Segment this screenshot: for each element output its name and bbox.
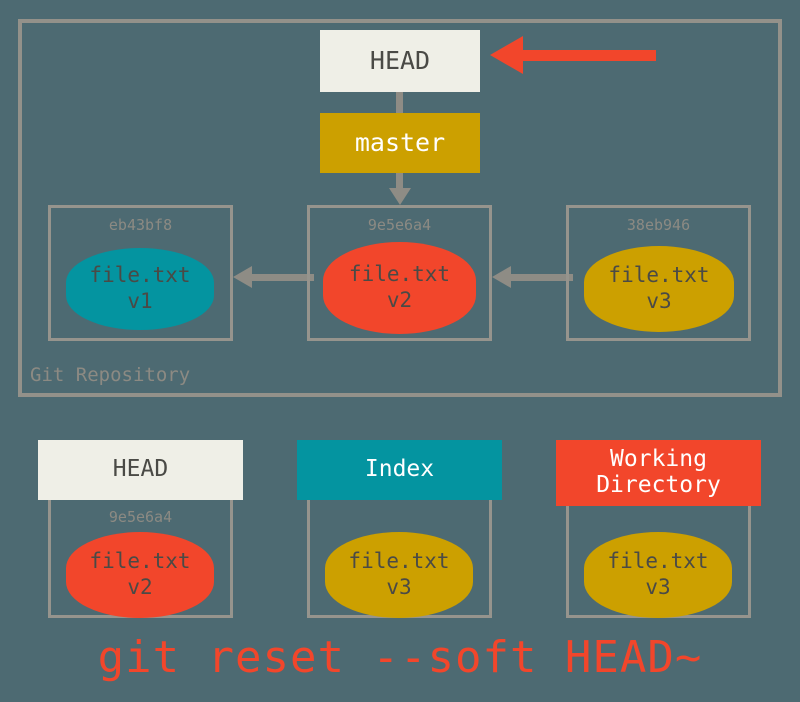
commit-hash-1: eb43bf8	[108, 216, 173, 234]
commit-frame-38eb946[interactable]: 38eb946	[566, 205, 751, 341]
area-hash-head: 9e5e6a4	[108, 508, 173, 526]
commit-file-1: file.txt	[89, 263, 191, 288]
master-pointer-label: master	[354, 128, 446, 157]
area-version-index: v3	[386, 575, 412, 599]
commit3-to-commit2-arrowhead	[492, 266, 511, 288]
area-label-index: Index	[364, 456, 435, 483]
area-version-head: v2	[127, 575, 153, 599]
commit-version-2: v2	[386, 288, 413, 312]
master-to-commit-arrowhead	[389, 188, 411, 205]
commit-file-3: file.txt	[608, 263, 710, 288]
commit3-to-commit2-line	[511, 274, 573, 281]
head-pointer-box[interactable]: HEAD	[320, 30, 480, 92]
area-file-working-directory: file.txt	[607, 549, 709, 574]
commit-file-2: file.txt	[348, 262, 451, 287]
commit2-to-commit1-line	[252, 274, 314, 281]
area-file-head: file.txt	[89, 549, 191, 574]
area-header-head[interactable]: HEAD	[38, 440, 243, 500]
master-to-commit-connector	[396, 173, 403, 190]
area-label-head: HEAD	[112, 456, 169, 483]
commit-hash-3: 38eb946	[626, 216, 691, 234]
area-label-working-directory-line1: Working	[610, 446, 707, 473]
commit-blob-3[interactable]: file.txt v3	[584, 246, 734, 332]
area-header-working-directory[interactable]: Working Directory	[556, 440, 761, 506]
area-label-working-directory-line2: Directory	[596, 472, 721, 498]
commit-hash-2: 9e5e6a4	[367, 216, 432, 234]
area-blob-working-directory[interactable]: file.txt v3	[584, 532, 732, 618]
commit-frame-9e5e6a4[interactable]: 9e5e6a4	[307, 205, 492, 341]
commit-version-3: v3	[646, 289, 672, 313]
commit-version-1: v1	[127, 289, 153, 313]
git-repository-frame	[18, 19, 782, 397]
area-header-index[interactable]: Index	[297, 440, 502, 500]
callout-arrow-head	[490, 36, 523, 74]
callout-arrow-shaft	[523, 50, 656, 61]
git-repository-label: Git Repository	[30, 364, 191, 386]
head-to-master-connector	[396, 92, 403, 115]
area-version-working-directory: v3	[645, 575, 671, 599]
master-pointer-box[interactable]: master	[320, 113, 480, 173]
commit-blob-1[interactable]: file.txt v1	[66, 248, 214, 330]
area-blob-head[interactable]: file.txt v2	[66, 532, 214, 618]
command-caption: git reset --soft HEAD~	[97, 632, 703, 683]
area-file-index: file.txt	[348, 549, 450, 574]
commit-blob-2[interactable]: file.txt v2	[323, 242, 476, 334]
head-pointer-label: HEAD	[369, 46, 431, 75]
area-blob-index[interactable]: file.txt v3	[325, 532, 473, 618]
commit2-to-commit1-arrowhead	[233, 266, 252, 288]
commit-frame-eb43bf8[interactable]: eb43bf8	[48, 205, 233, 341]
